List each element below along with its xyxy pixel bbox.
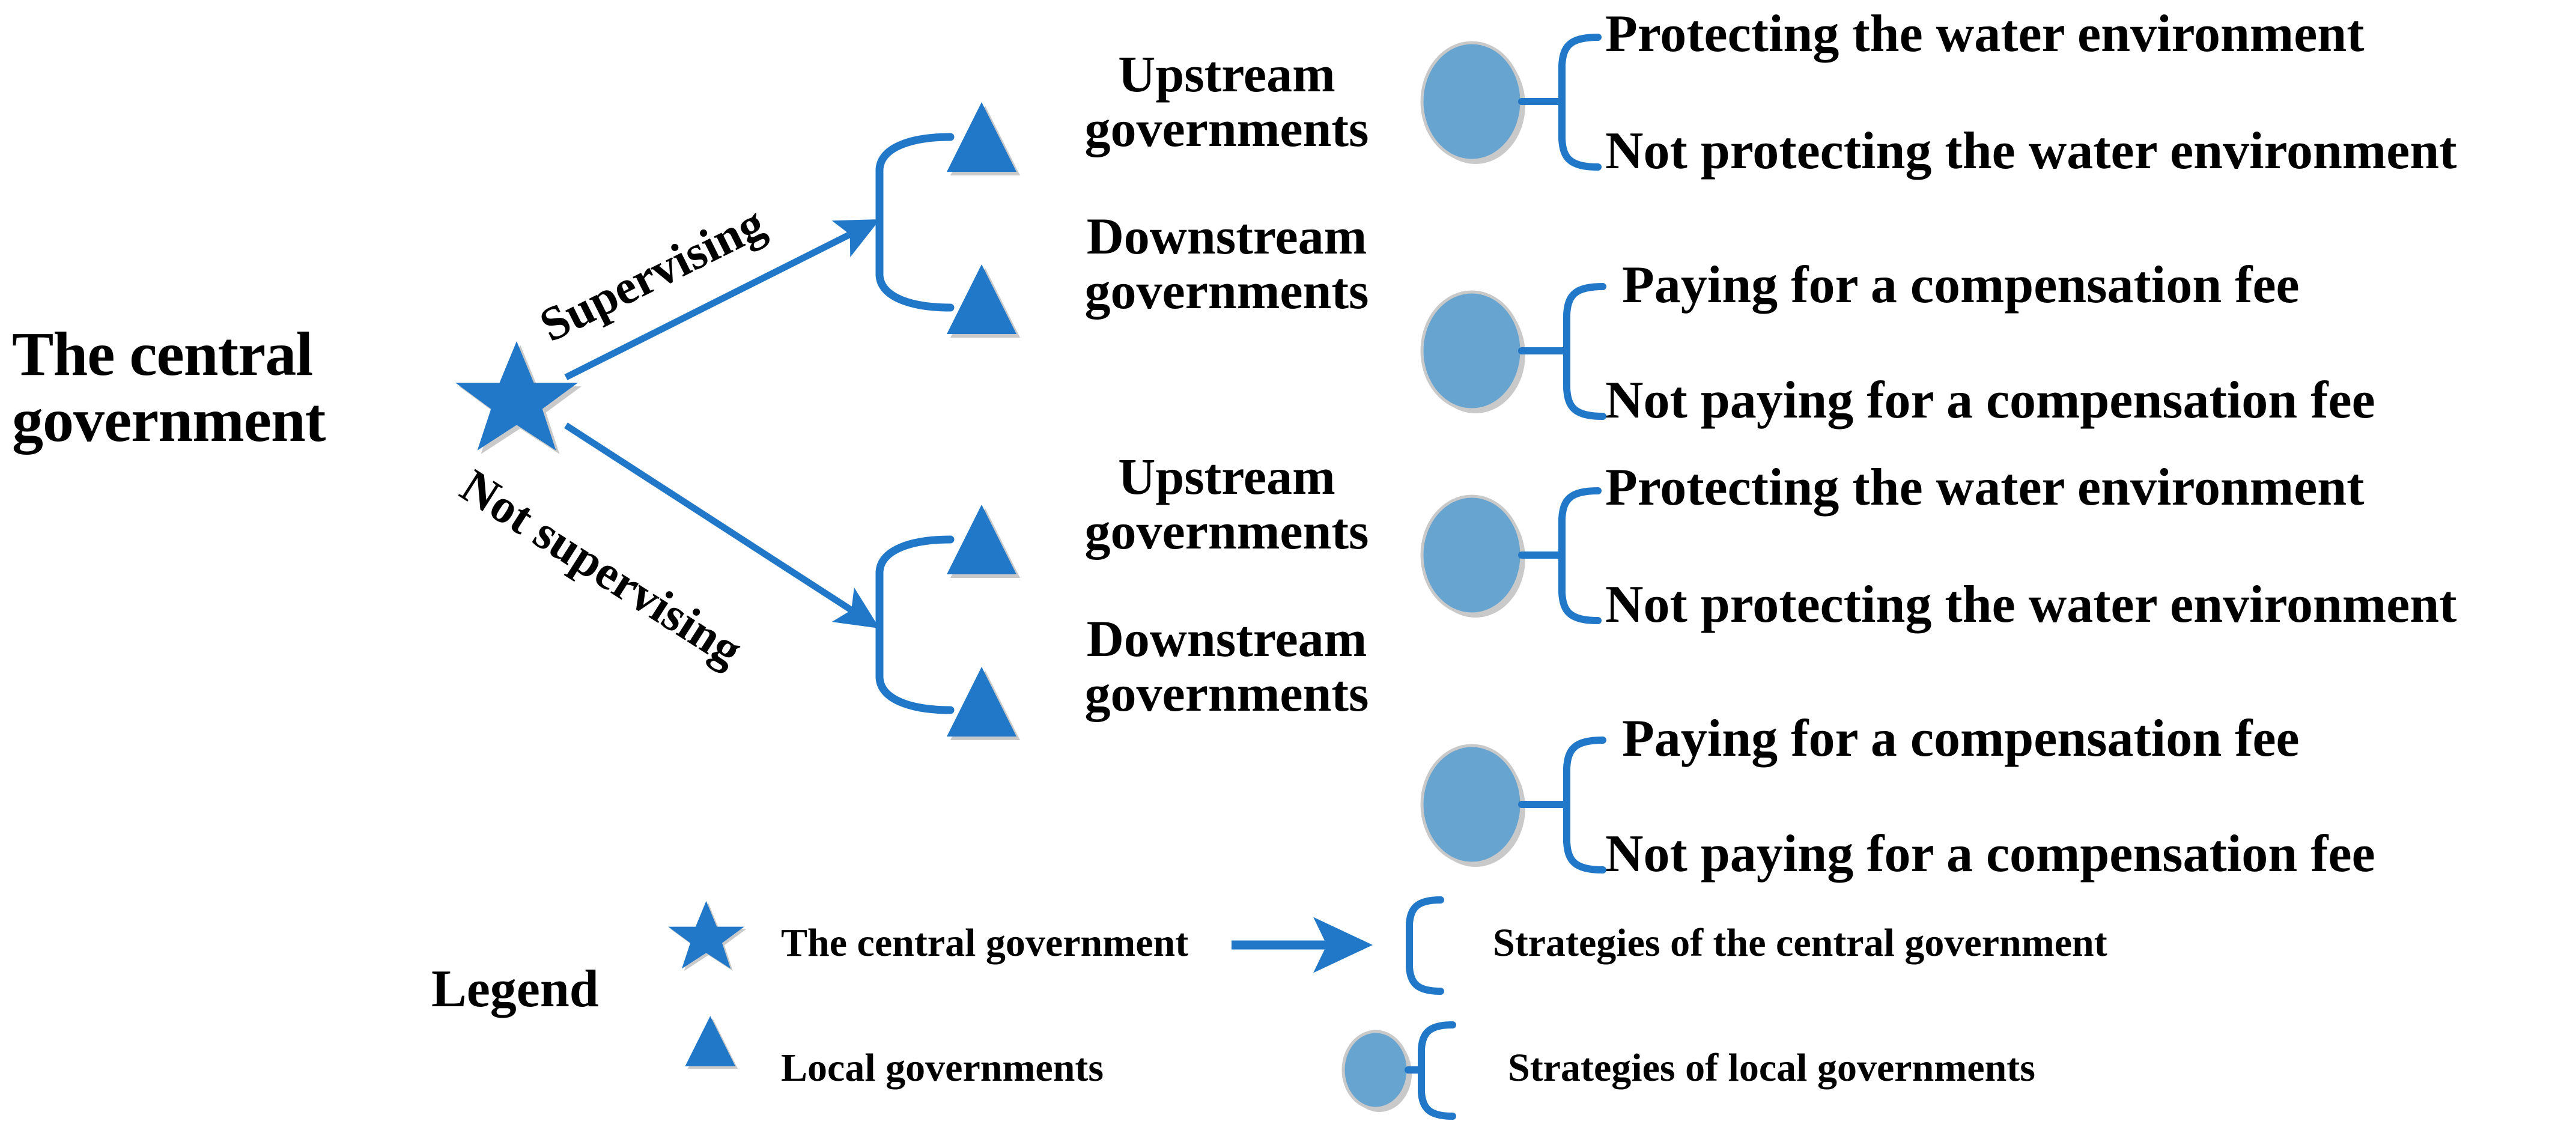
ellipse-icon-2	[1420, 290, 1525, 413]
edge-arrow-supervising	[564, 219, 880, 380]
strategy-label-4-1: Paying for a compensation fee	[1622, 709, 2300, 768]
strategy-label-1-1: Protecting the water environment	[1605, 5, 2365, 63]
bracket-strategy-4	[1518, 737, 1606, 873]
strategy-label-2-1: Paying for a compensation fee	[1622, 256, 2300, 314]
legend-label-central-government: The central government	[781, 921, 1189, 965]
edge-arrow-not-supervising	[564, 422, 880, 628]
node-label-line: governments	[1084, 502, 1369, 560]
node-label-line: governments	[1084, 100, 1369, 158]
triangle-icon-2	[947, 264, 1020, 338]
ellipse-icon-1	[1420, 41, 1525, 164]
bracket-strategy-1	[1518, 34, 1602, 171]
strategy-label-3-2: Not protecting the water environment	[1605, 576, 2457, 634]
triangle-icon-3	[947, 505, 1020, 578]
node-label-line: governments	[1084, 664, 1369, 723]
legend-bracket-local-icon	[1405, 1021, 1456, 1120]
triangle-icon-4	[947, 667, 1020, 740]
legend-ellipse-icon	[1341, 1030, 1412, 1112]
ellipse-icon-3	[1420, 494, 1525, 618]
bracket-branch-1	[875, 133, 955, 312]
legend-star-icon	[668, 901, 747, 971]
node-label-line: Upstream	[1118, 45, 1335, 103]
strategy-label-4-2: Not paying for a compensation fee	[1605, 825, 2375, 883]
legend-label-strategies-local: Strategies of local governments	[1508, 1046, 2035, 1090]
bracket-strategy-3	[1518, 487, 1602, 624]
root-label-line1: The central	[12, 320, 313, 389]
bracket-branch-2	[875, 535, 955, 714]
ellipse-icon-4	[1420, 744, 1525, 867]
legend-bracket-central-icon	[1406, 896, 1444, 995]
node-label-line: Downstream	[1086, 610, 1367, 667]
node-label-line: Downstream	[1086, 207, 1367, 265]
strategy-label-2-2: Not paying for a compensation fee	[1605, 371, 2375, 430]
node-label-line: Upstream	[1118, 448, 1335, 505]
node-label-line: governments	[1084, 262, 1369, 320]
bracket-strategy-2	[1518, 283, 1606, 420]
root-label-line2: government	[12, 386, 326, 455]
legend-title: Legend	[431, 960, 599, 1018]
strategy-label-3-1: Protecting the water environment	[1605, 458, 2365, 517]
legend-label-strategies-central: Strategies of the central government	[1493, 921, 2107, 965]
star-icon-root	[455, 341, 582, 454]
legend-triangle-icon	[685, 1016, 738, 1069]
triangle-icon-1	[947, 102, 1020, 175]
strategy-label-1-2: Not protecting the water environment	[1605, 122, 2457, 180]
legend-label-local-governments: Local governments	[781, 1046, 1104, 1090]
